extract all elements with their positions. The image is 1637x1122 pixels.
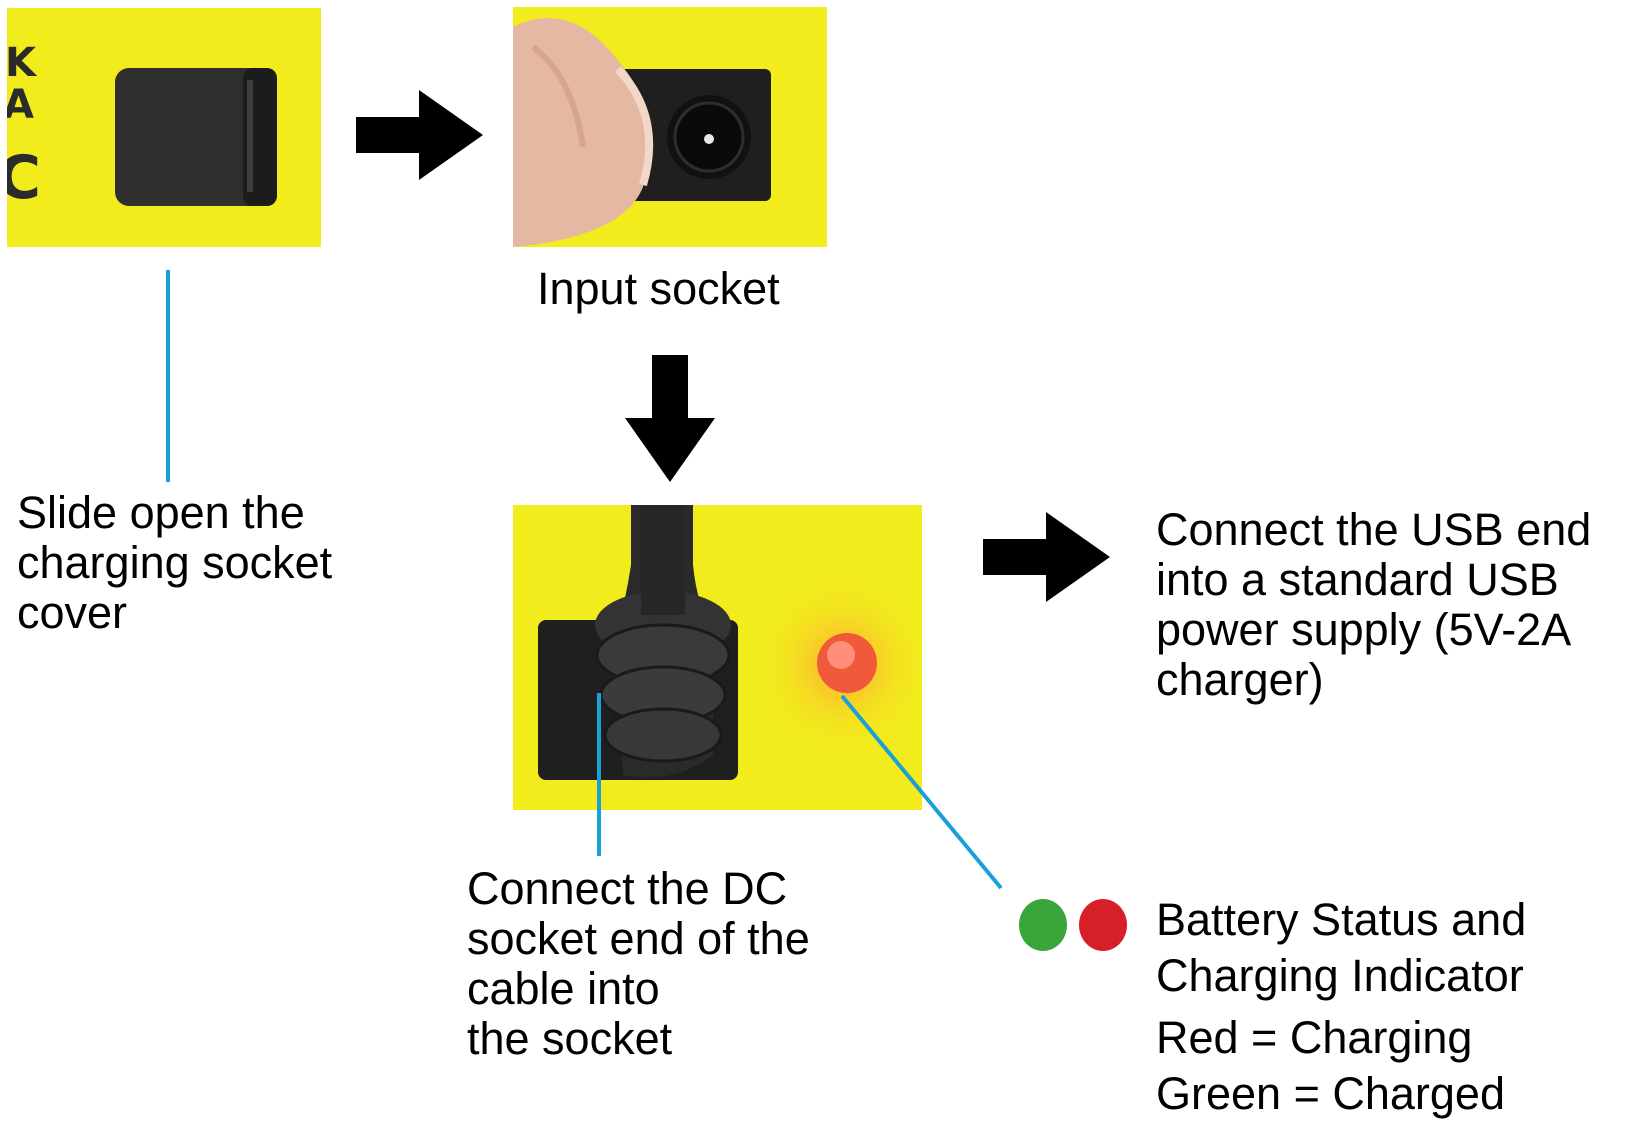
green-indicator-dot bbox=[1019, 899, 1067, 951]
panel-glyph-a: A bbox=[7, 82, 34, 128]
arrow-down bbox=[625, 355, 715, 482]
slide-cover-label: Slide open the charging socket cover bbox=[17, 487, 333, 638]
arrow-right-2 bbox=[983, 512, 1110, 602]
connect-dc-label: Connect the DC socket end of the cable i… bbox=[467, 863, 810, 1064]
panel-glyph-c: C bbox=[7, 143, 41, 213]
socket-pin bbox=[704, 134, 714, 144]
input-socket-label: Input socket bbox=[537, 263, 780, 314]
socket-cover bbox=[115, 68, 277, 206]
red-indicator-dot bbox=[1079, 899, 1127, 951]
connect-usb-label: Connect the USB end into a standard USB … bbox=[1156, 504, 1592, 705]
indicator-label: Battery Status and Charging Indicator Re… bbox=[1156, 894, 1527, 1119]
arrow-right-1 bbox=[356, 90, 483, 180]
dc-cable-photo bbox=[513, 505, 922, 810]
socket-cover-photo: K A C bbox=[7, 8, 321, 247]
panel-glyph-k: K bbox=[7, 40, 38, 86]
input-socket-photo bbox=[513, 7, 827, 247]
